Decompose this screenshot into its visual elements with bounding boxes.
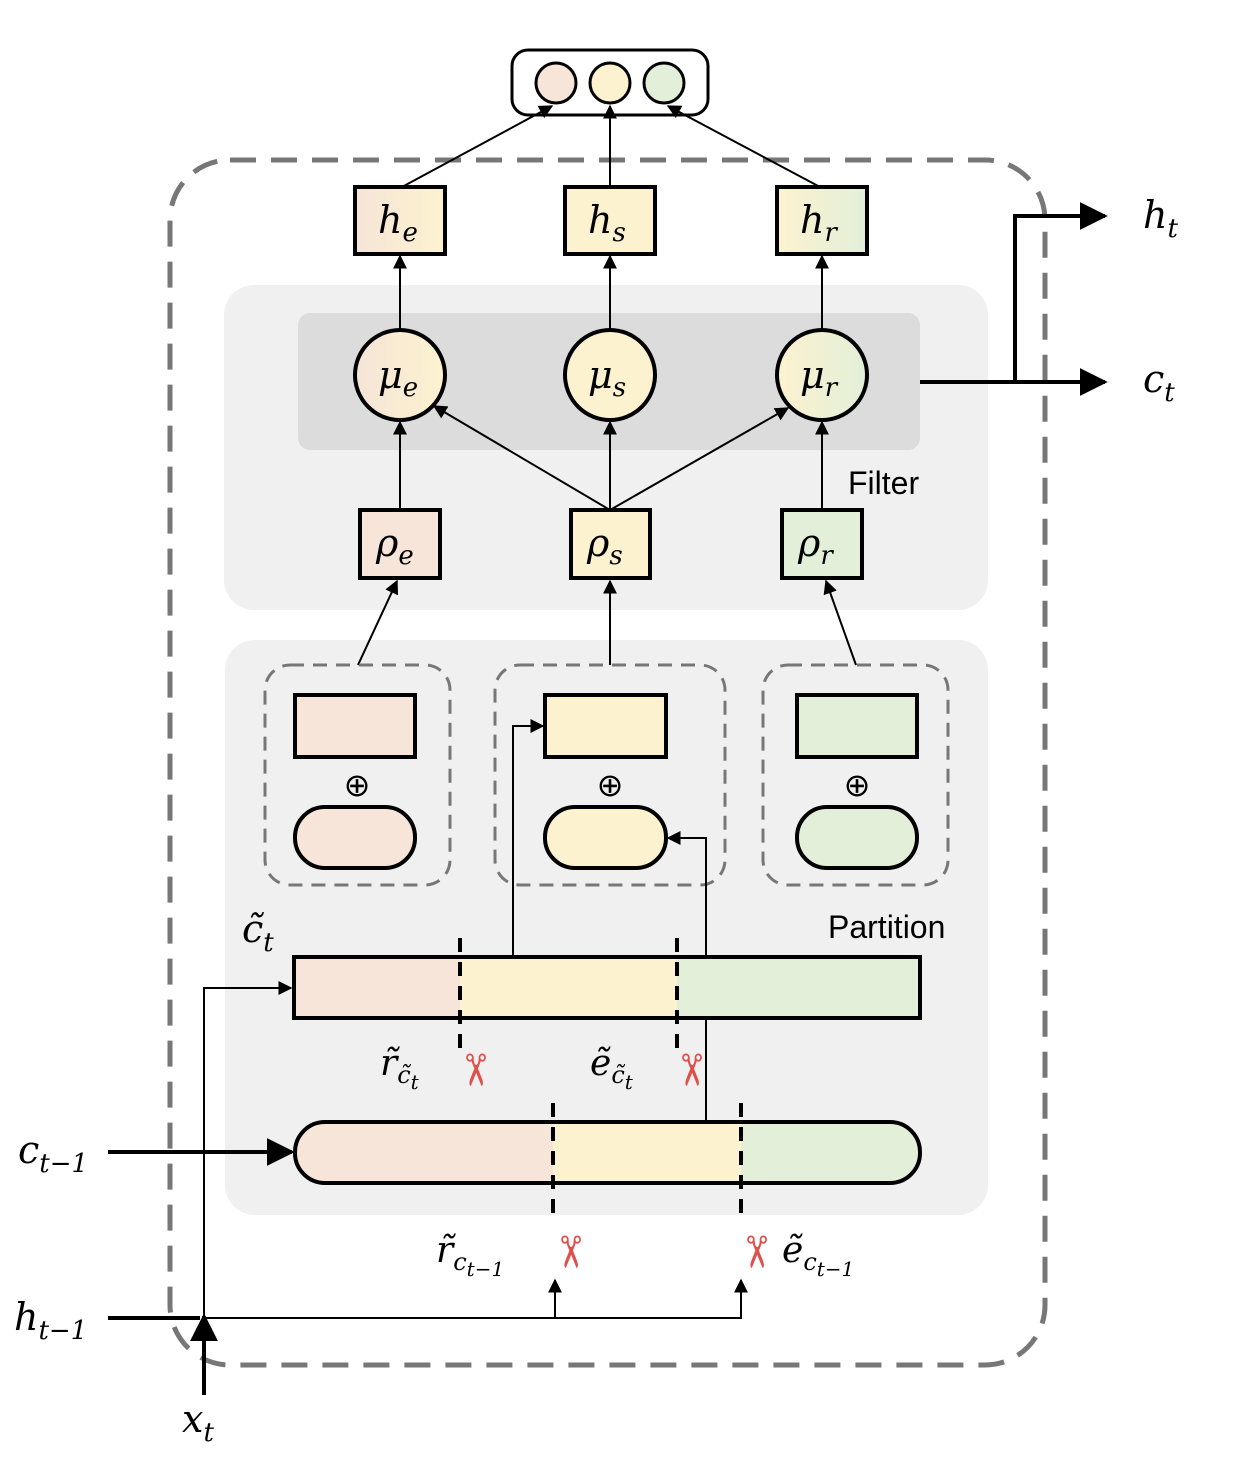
h-s-label: hs bbox=[588, 198, 626, 248]
h-s-box bbox=[563, 185, 657, 256]
e-cut-ct-label: ẽc̃t bbox=[590, 1043, 634, 1094]
rho-r-label: ρr bbox=[797, 521, 834, 571]
svg-text:⊕: ⊕ bbox=[344, 767, 371, 803]
e-cut-cprev-label: ẽct−1 bbox=[782, 1230, 854, 1281]
h-e-label: he bbox=[378, 198, 418, 248]
x-t-input-label: xt bbox=[182, 1397, 214, 1448]
rho-e-label: ρe bbox=[375, 521, 414, 571]
scissors-icon: ✂ bbox=[730, 1234, 781, 1271]
scissors-icon: ✂ bbox=[449, 1052, 500, 1089]
partition-panel bbox=[225, 640, 988, 1215]
c-tilde-bar bbox=[292, 955, 922, 1020]
mu-s-label: μs bbox=[588, 353, 626, 403]
rho-s-box bbox=[569, 508, 652, 580]
h-r-box bbox=[775, 185, 869, 256]
scissors-icon: ✂ bbox=[544, 1234, 595, 1271]
r-cut-ct-label: r̃c̃t bbox=[380, 1043, 420, 1094]
svg-text:⊕: ⊕ bbox=[844, 767, 871, 803]
partition-group-e: ⊕ bbox=[263, 663, 452, 887]
rho-r-box bbox=[780, 508, 864, 580]
mu-s-node bbox=[563, 328, 657, 422]
mu-r-label: μr bbox=[800, 353, 839, 403]
partition-group-s: ⊕ bbox=[493, 663, 727, 887]
h-r-label: hr bbox=[800, 198, 838, 248]
c-tilde-label: c̃t bbox=[242, 907, 274, 958]
c-prev-input-label: ct−1 bbox=[18, 1128, 88, 1179]
svg-text:✂: ✂ bbox=[665, 1052, 716, 1089]
scissors-icon: ✂ bbox=[665, 1052, 716, 1089]
partition-label: Partition bbox=[828, 909, 945, 945]
output-node-r bbox=[642, 61, 686, 105]
output-node-s bbox=[588, 61, 632, 105]
rho-s-label: ρs bbox=[586, 521, 623, 571]
svg-text:⊕: ⊕ bbox=[597, 767, 624, 803]
r-cut-cprev-label: r̃ct−1 bbox=[436, 1230, 504, 1281]
svg-text:✂: ✂ bbox=[544, 1234, 595, 1271]
output-node-e bbox=[534, 61, 578, 105]
svg-text:✂: ✂ bbox=[730, 1234, 781, 1271]
cell-boundary bbox=[167, 157, 1048, 1368]
mu-e-label: μe bbox=[378, 353, 418, 403]
rho-e-box bbox=[358, 508, 442, 580]
c-prev-bar bbox=[293, 1120, 922, 1185]
mu-e-node bbox=[353, 328, 447, 422]
filter-label: Filter bbox=[848, 465, 919, 501]
svg-text:✂: ✂ bbox=[449, 1052, 500, 1089]
h-e-box bbox=[353, 185, 447, 256]
c-t-output-label: ct bbox=[1143, 357, 1175, 408]
mu-r-node bbox=[775, 328, 869, 422]
partition-group-r: ⊕ bbox=[761, 663, 950, 887]
h-t-output-label: ht bbox=[1143, 193, 1178, 244]
h-prev-input-label: ht−1 bbox=[14, 1295, 87, 1346]
